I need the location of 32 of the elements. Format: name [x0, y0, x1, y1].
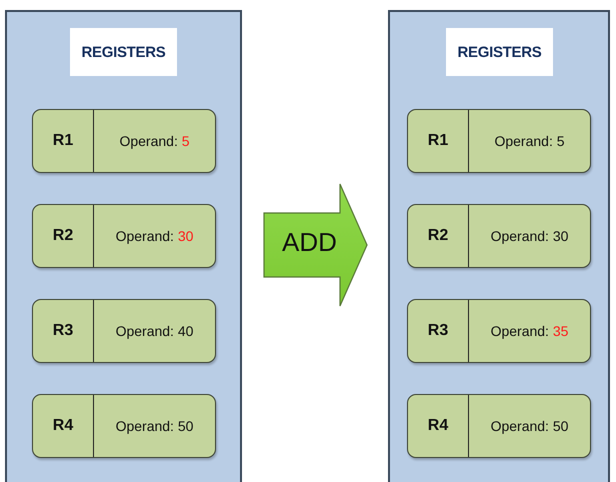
operand-text: Operand: 50: [490, 418, 568, 434]
operand-text: Operand: 5: [494, 133, 565, 149]
register-name: R1: [428, 132, 448, 150]
register-box: [407, 394, 591, 458]
register-name: R3: [52, 322, 74, 340]
register-box: [407, 204, 591, 268]
heading-text: REGISTERS: [458, 44, 542, 60]
register-box: [407, 299, 591, 363]
register-name: R1: [52, 132, 74, 150]
operand-text: Operand: 30: [490, 228, 568, 244]
heading-text: REGISTERS: [82, 44, 166, 60]
operation-label: ADD: [281, 227, 338, 258]
operand-text: Operand: 30: [116, 228, 194, 244]
register-name: R4: [428, 417, 448, 435]
register-box: [32, 299, 216, 363]
register-name: R2: [428, 227, 448, 245]
register-box: [407, 109, 591, 173]
heading-box: [446, 28, 553, 76]
operand-text: Operand: 40: [116, 323, 194, 339]
operand-text: Operand: 5: [119, 133, 190, 149]
register-name: R2: [52, 227, 74, 245]
register-panel: [5, 10, 242, 482]
operand-text: Operand: 50: [116, 418, 194, 434]
operand-text: Operand: 35: [490, 323, 568, 339]
register-name: R3: [428, 322, 448, 340]
register-box: [32, 204, 216, 268]
register-box: [32, 109, 216, 173]
block-arrow: [263, 183, 368, 307]
register-panel: [388, 10, 610, 482]
register-box: [32, 394, 216, 458]
register-name: R4: [52, 417, 74, 435]
heading-box: [70, 28, 177, 76]
